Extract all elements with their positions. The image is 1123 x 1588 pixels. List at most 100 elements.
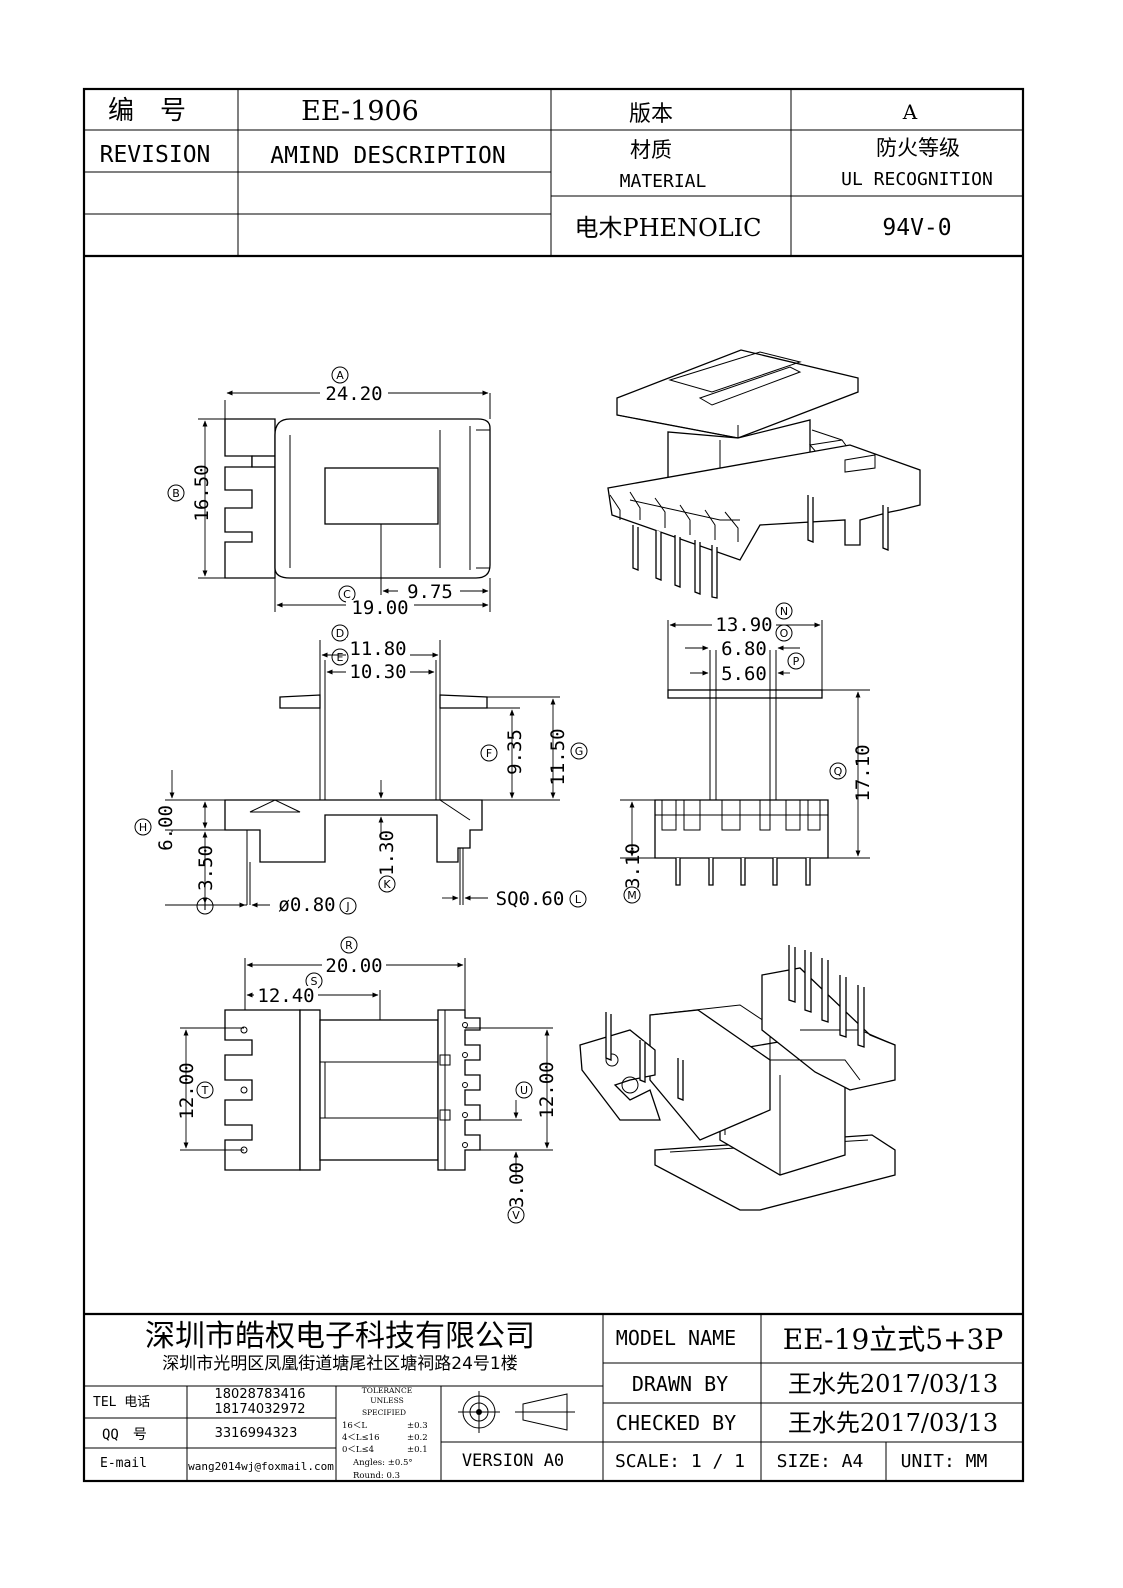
dim-l-value: SQ0.60 [496,888,565,910]
tolerance-title-1: TOLERANCE [362,1386,412,1395]
dim-c-value: 19.00 [351,597,408,619]
ul-label-en: UL RECOGNITION [841,169,993,190]
mark-l: L [575,893,582,906]
ul-label-cn: 防火等级 [876,136,960,160]
dim-v-value: 3.00 [506,1162,528,1208]
serial-label: 编 号 [108,96,186,126]
checked-by-label: CHECKED BY [616,1411,736,1435]
tol-row3-range: 0＜L≤4 [342,1445,374,1455]
header-table: 编 号 EE-1906 版本 A REVISION AMIND DESCRIPT… [84,89,1023,258]
dim-o-value: 6.80 [721,638,767,660]
isometric-view-lower [579,945,896,1211]
dim-g-value: 11.50 [547,728,569,785]
dim-a-value: 24.20 [325,383,382,405]
material-label-cn: 材质 [630,138,672,162]
title-block: 深圳市皓权电子科技有限公司 深圳市光明区凤凰街道塘尾社区塘祠路24号1楼 TEL… [84,1312,1023,1481]
revision-label: REVISION [100,142,211,168]
company-name: 深圳市皓权电子科技有限公司 [145,1319,535,1354]
dim-i-value: 3.50 [195,845,217,891]
tolerance-title-2: UNLESS [370,1396,403,1405]
material-label-en: MATERIAL [620,171,707,192]
mark-q: Q [834,765,843,778]
tel-value-2: 18174032972 [215,1402,306,1417]
dim-e-value: 10.30 [349,661,406,683]
tol-row2-value: ±0.2 [407,1433,428,1443]
mark-m: M [627,889,637,902]
mark-g: G [575,745,584,758]
mark-p: P [793,655,800,668]
dim-k-value: 1.30 [376,830,398,876]
mark-n: N [780,605,788,618]
tol-angles: Angles: ±0.5° [352,1458,413,1468]
mark-f: F [486,747,492,760]
amend-description-label: AMIND DESCRIPTION [270,143,505,169]
size-label: SIZE: A4 [777,1451,864,1472]
version-label-footer: VERSION A0 [462,1451,564,1471]
dim-u-value: 12.00 [536,1061,558,1118]
dim-f-value: 9.35 [504,729,526,775]
projection-symbol-icon [458,1391,575,1433]
dim-s-value: 12.40 [257,985,314,1007]
qq-value: 3316994323 [215,1426,298,1441]
tol-round: Round: 0.3 [353,1471,400,1481]
email-value: wang2014wj@foxmail.com [188,1460,334,1473]
mark-u: U [520,1084,528,1097]
dim-t-value: 12.00 [176,1062,198,1119]
tel-label: TEL 电话 [93,1395,150,1410]
side-view: N 13.90 O 6.80 P 5.60 Q 17.10 M 3.10 [620,602,874,904]
isometric-view-upper [607,349,921,599]
dim-j-value: ø0.80 [278,894,335,916]
dim-b-value: 16.50 [191,464,213,521]
tel-value-1: 18028783416 [215,1387,306,1402]
front-view: D 11.80 E 10.30 F 9.35 G 11.50 H 6.00 I … [134,624,588,916]
window-slot [324,467,439,525]
version-value: A [902,100,918,124]
mark-v: V [512,1209,520,1222]
tol-row1-range: 16＜L [342,1421,367,1431]
drawing-frame [82,87,1025,1483]
unit-label: UNIT: MM [901,1451,988,1472]
mark-r: R [345,939,353,952]
dim-r-value: 20.00 [325,955,382,977]
mark-h: H [139,821,147,834]
company-address: 深圳市光明区凤凰街道塘尾社区塘祠路24号1楼 [162,1354,517,1374]
drawn-by-label: DRAWN BY [632,1372,728,1396]
mark-j: J [345,900,349,913]
mark-e: E [337,651,344,664]
mark-a-circle [331,366,349,384]
mark-o: O [780,627,789,640]
mark-a: A [336,369,344,382]
model-name-value: EE-19立式5+3P [783,1323,1003,1356]
mark-t: T [201,1084,209,1097]
email-label: E-mail [100,1456,147,1471]
bottom-view: R 20.00 S 12.40 T 12.00 U 12.00 V 3.00 [176,936,558,1224]
dim-c2-value: 9.75 [407,581,453,603]
checked-by-value: 王水先2017/03/13 [788,1409,998,1437]
ul-value: 94V-0 [882,215,951,241]
version-label: 版本 [629,102,673,127]
top-view: A 24.20 B 16.50 C 19.00 9.75 [167,366,491,619]
serial-value: EE-1906 [301,96,419,127]
tol-row3-value: ±0.1 [407,1445,428,1455]
material-value: 电木PHENOLIC [574,214,761,242]
drawn-by-value: 王水先2017/03/13 [788,1370,998,1398]
mark-k: K [383,878,391,891]
qq-label: QQ 号 [102,1427,147,1443]
dim-q-value: 17.10 [852,744,874,801]
dim-m-value: 3.10 [622,843,644,889]
tol-row1-value: ±0.3 [407,1421,428,1431]
model-name-label: MODEL NAME [616,1326,736,1350]
dim-p-value: 5.60 [721,663,767,685]
scale-label: SCALE: 1 / 1 [615,1451,745,1472]
mark-d: D [336,627,344,640]
mark-s: S [311,975,318,988]
mark-i: I [203,900,206,913]
dim-h-value: 6.00 [155,805,177,851]
dim-d-value: 11.80 [349,638,406,660]
tolerance-title-3: SPECIFIED [362,1408,406,1417]
dim-n-value: 13.90 [715,614,772,636]
tol-row2-range: 4＜L≤16 [342,1433,380,1443]
mark-b: B [172,487,180,500]
mark-c: C [343,588,351,601]
